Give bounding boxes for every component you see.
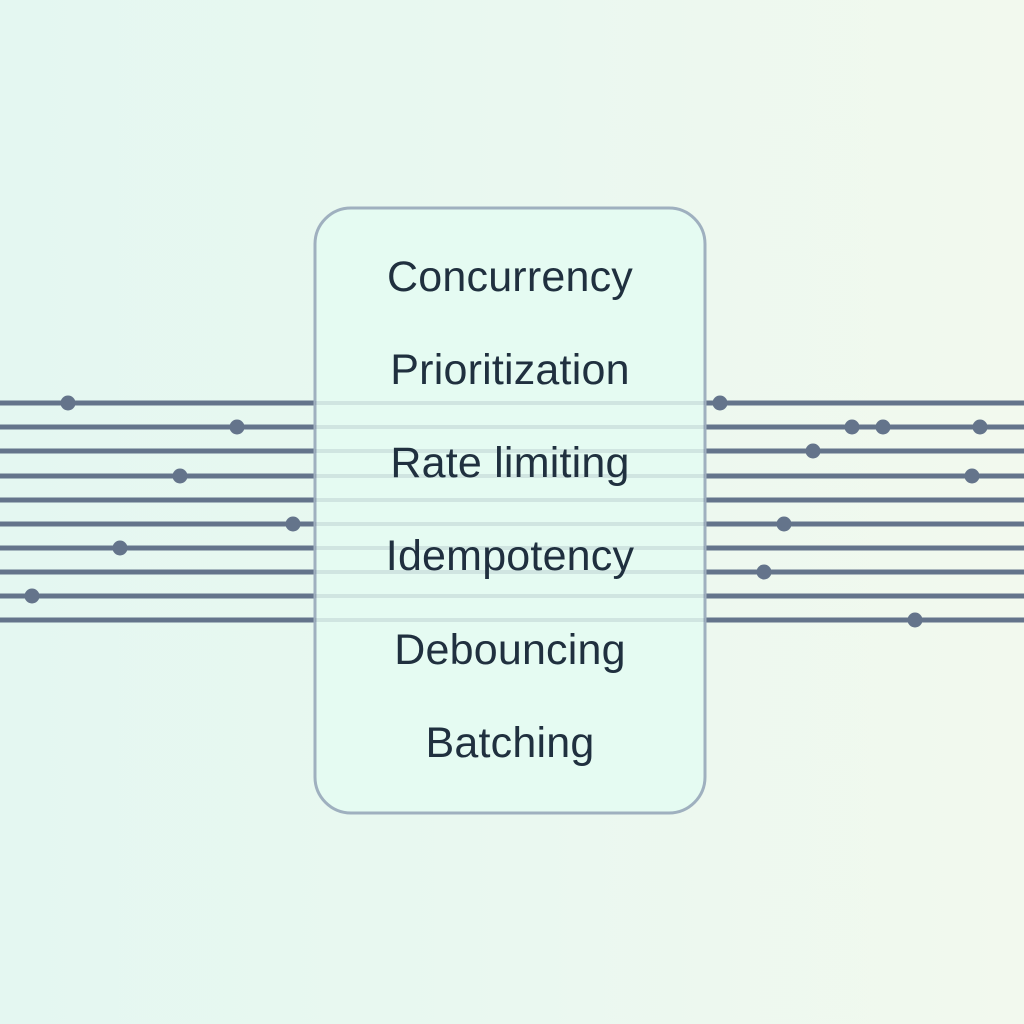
- stream-dot: [229, 419, 245, 435]
- concepts-card: [313, 206, 707, 815]
- concept-debouncing: Debouncing: [394, 625, 626, 674]
- stream-dot: [285, 516, 301, 532]
- stream-dot: [844, 419, 860, 435]
- stream-dot: [805, 443, 821, 459]
- stream-dot: [24, 588, 40, 604]
- card-inner-lines-layer: [315, 401, 705, 622]
- stream-dots-layer: [24, 395, 988, 628]
- concepts-card-labels: Concurrency Prioritization Rate limiting…: [315, 208, 705, 813]
- concept-prioritization: Prioritization: [390, 346, 630, 395]
- stream-dot: [964, 468, 980, 484]
- stream-dot: [172, 468, 188, 484]
- concept-concurrency: Concurrency: [387, 252, 633, 301]
- concept-idempotency: Idempotency: [385, 532, 635, 581]
- stream-dot: [712, 395, 728, 411]
- stream-dot: [112, 540, 128, 556]
- concept-rate-limiting: Rate limiting: [390, 439, 630, 488]
- stream-dot: [875, 419, 891, 435]
- concept-batching: Batching: [425, 718, 595, 767]
- stream-dot: [907, 612, 923, 628]
- stream-dot: [972, 419, 988, 435]
- stream-dot: [756, 564, 772, 580]
- stream-dot: [60, 395, 76, 411]
- stream-dot: [776, 516, 792, 532]
